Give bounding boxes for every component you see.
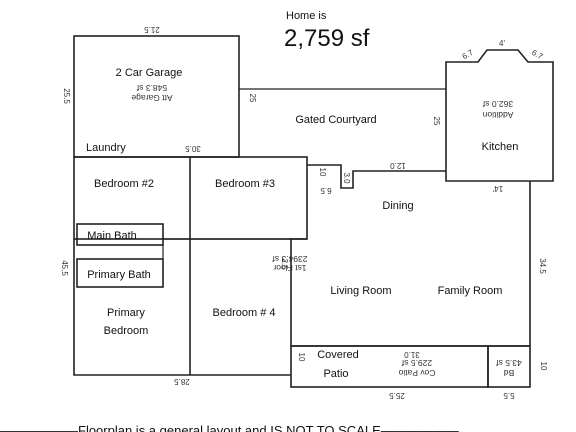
dim-kitchen-top-c: 6.7 [530,48,545,62]
dim-kitchen-top-a: 6.7 [461,48,476,62]
dim-garage-left: 25.5 [62,88,71,104]
dim-kitchen-bottom: 14' [492,184,503,193]
dim-garage-right: 25 [248,94,257,103]
bedroom-2-label: Bedroom #2 [94,178,154,190]
courtyard-label: Gated Courtyard [295,114,376,126]
kitchen-label: Kitchen [482,141,519,153]
covered-patio-label-line1: Covered [317,349,359,361]
dining-label: Dining [382,200,413,212]
home-size-caption: Home is [286,10,327,22]
dim-left-side: 45.5 [60,260,69,276]
living-room-label: Living Room [330,285,391,297]
lower-left-wall [73,239,291,376]
primary-bath-label: Primary Bath [87,269,151,281]
dim-patio-bottom: 25.5 [389,391,405,400]
small-area-name: Bd [504,368,515,378]
primary-bedroom-label-line2: Bedroom [104,325,149,337]
garage-area-sf: 548.3 sf [136,83,167,93]
home-size-value: 2,759 sf [284,25,370,52]
garage-area-name: Att Garage [131,93,172,103]
dim-step-b: 3.0 [342,172,351,184]
dim-small-right: 10 [539,362,548,371]
main-bath-label: Main Bath [87,230,137,242]
dim-kitchen-left: 25 [432,117,441,126]
dim-courtyard-bottom: 30.5 [185,144,201,153]
small-room-wall [487,345,531,388]
addition-area-sf: 362.0 sf [482,99,513,109]
garage-label: 2 Car Garage [116,67,183,79]
small-area-sf: 43.5 sf [496,358,522,368]
primary-bath-wall [76,258,164,288]
dining-top-wall [307,164,446,189]
laundry-label: Laundry [86,142,126,154]
patio-area-name: Cov Patio [398,368,435,378]
first-floor-area-sf: 2394.3 sf [272,254,308,264]
addition-area-name: Addition [482,110,513,120]
dim-kitchen-top-b: 4' [499,39,505,48]
dim-small-bottom: 5.5 [503,391,515,400]
dim-dining-top: 12.0 [390,161,406,170]
dim-step-c: 6.5 [320,186,332,195]
family-room-label: Family Room [438,285,503,297]
scale-disclaimer: ——————Floorplan is a general layout and … [0,423,459,432]
dim-step-a: 10 [318,168,327,177]
first-floor-area-name: 1st Floor [273,263,306,273]
main-bath-wall [76,223,164,246]
covered-patio-label-line2: Patio [323,368,348,380]
dim-first-floor-side: 2.5 [280,258,289,270]
dim-patio-top: 31.0 [404,350,420,359]
bedroom-3-label: Bedroom #3 [215,178,275,190]
patio-area-sf: 229.5 sf [401,358,432,368]
kitchen-wall [445,49,554,182]
dim-bottom-left: 28.5 [174,377,190,386]
dim-garage-top: 21.5 [144,25,160,34]
dim-right-side: 34.5 [538,258,547,274]
primary-bedroom-label-line1: Primary [107,307,145,319]
dim-patio-left: 10 [297,353,306,362]
bedroom-4-label: Bedroom # 4 [213,307,276,319]
